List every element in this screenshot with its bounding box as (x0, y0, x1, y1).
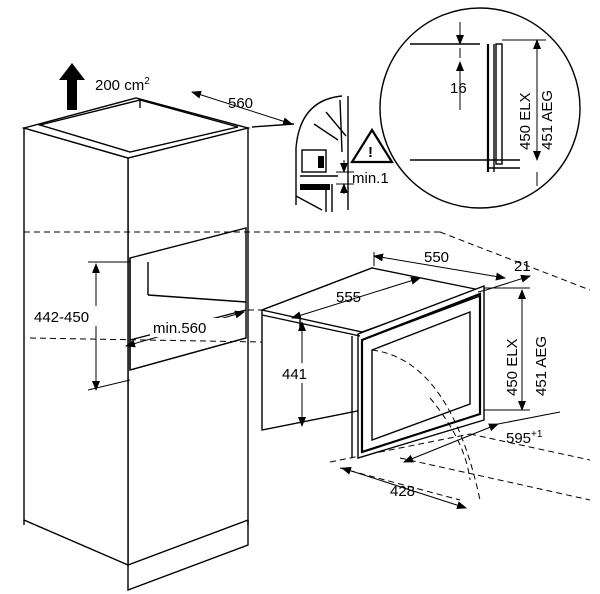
height-detail-circle: 16 450 ELX 451 AEG (379, 7, 581, 209)
oven-height-aeg-label: 451 AEG (533, 336, 550, 396)
vent-area-label: 200 cm2 (95, 76, 150, 94)
oven (259, 266, 485, 459)
dim-oven-depth: 550 (373, 249, 506, 281)
clearance-label: min.1 (352, 170, 389, 187)
door-swing-arc-2 (429, 397, 471, 481)
dim-oven-inner-width: 555 (291, 276, 421, 320)
dim-oven-bottom-width: 428 (341, 466, 467, 510)
cabinet-depth-label: 560 (228, 95, 253, 112)
dim-niche-height: 442-450 (30, 261, 131, 391)
cabinet-front (23, 127, 129, 567)
warning-triangle-icon (350, 127, 394, 164)
cabinet-top-inner (37, 99, 239, 153)
detail-circle-outline (379, 7, 581, 209)
oven-door-outer (360, 292, 482, 454)
warning-exclamation: ! (368, 144, 373, 161)
dim-oven-width-tolerance: 595+1 (403, 411, 561, 463)
oven-frame-depth-label: 21 (514, 258, 531, 275)
cabinet (21, 97, 251, 592)
niche-height-label: 442-450 (34, 309, 89, 326)
dim-oven-height: 450 ELX 451 AEG (484, 287, 550, 411)
vent-arrow-icon (59, 63, 85, 110)
dim-cabinet-depth: 560 (191, 90, 293, 126)
dim-niche-width: min.560 (125, 310, 245, 348)
oven-bottom-width-label: 428 (390, 483, 415, 500)
oven-inner-width-label: 555 (336, 289, 361, 306)
clearance-detail: ! min.1 (290, 95, 395, 212)
detail-gap-label: 16 (450, 80, 467, 97)
oven-height-elx-label: 450 ELX (504, 338, 521, 396)
door-swing-arc (371, 349, 481, 501)
oven-width-tolerance-label: 595+1 (506, 429, 543, 447)
detail-height-aeg-label: 451 AEG (539, 90, 556, 150)
oven-window (371, 310, 471, 442)
detail-oven-outline (301, 149, 327, 173)
dim-oven-front-height: 441 (280, 321, 314, 427)
vent-indicator: 200 cm2 (59, 63, 150, 110)
detail-leader-line (251, 123, 295, 128)
niche-width-label: min.560 (153, 320, 206, 337)
detail-height-elx-label: 450 ELX (517, 92, 534, 150)
oven-depth-label: 550 (424, 249, 449, 266)
oven-front-height-label: 441 (282, 366, 307, 383)
